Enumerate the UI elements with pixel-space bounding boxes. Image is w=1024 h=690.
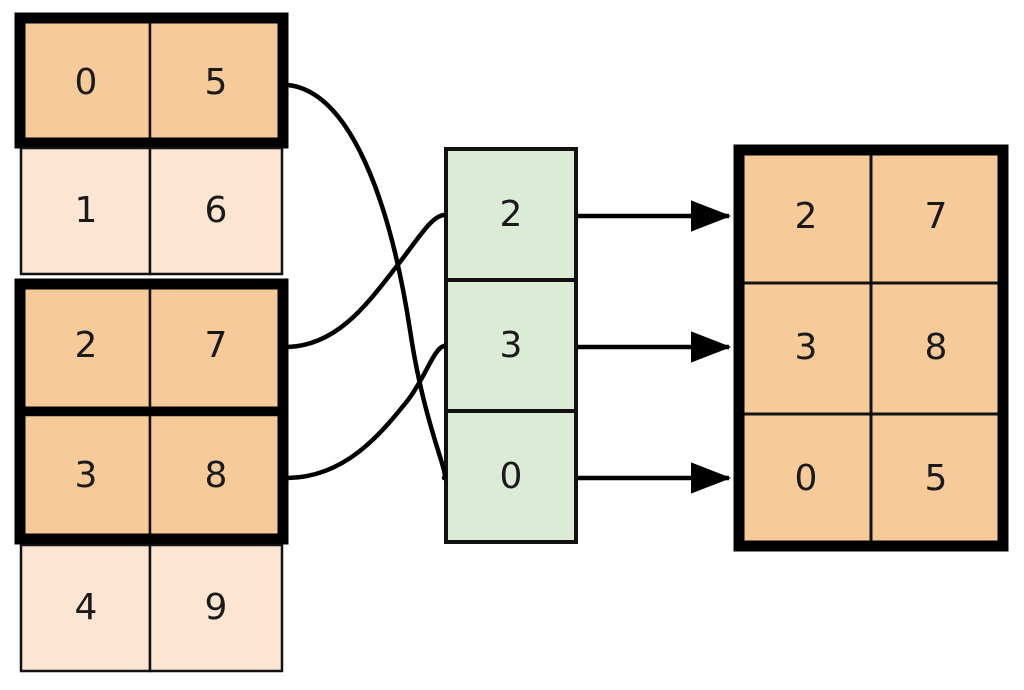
curve-row3-to-index1 <box>285 343 447 481</box>
result-cell-r2c1-value: 5 <box>925 458 948 499</box>
source-cell-r3c1[interactable] <box>148 413 284 540</box>
source-cell-r4c0[interactable] <box>19 543 152 673</box>
index-cell-2[interactable] <box>444 409 578 544</box>
source-row-3[interactable]: 3 8 <box>19 413 284 540</box>
source-row-0-highlight-border <box>14 12 289 149</box>
result-cell-r0c1-value: 7 <box>925 196 948 237</box>
source-array: 0 5 1 6 2 7 3 8 <box>14 12 289 673</box>
index-cell-0-value: 2 <box>500 194 523 235</box>
source-cell-r4c1-value: 9 <box>205 587 228 628</box>
result-cell-r2c1[interactable] <box>869 412 1003 547</box>
index-cell-2-value: 0 <box>500 456 523 497</box>
source-row-4[interactable]: 4 9 <box>19 543 284 673</box>
curve-row0-to-index2 <box>285 82 448 481</box>
source-cell-r0c0-value: 0 <box>75 62 98 103</box>
connector-group <box>285 82 448 481</box>
source-cell-r1c1-value: 6 <box>205 190 228 231</box>
arrow-group <box>578 200 732 494</box>
index-vector: 2 3 0 <box>444 147 578 544</box>
source-row-2[interactable]: 2 7 <box>19 283 284 411</box>
source-cell-r2c1[interactable] <box>148 283 284 411</box>
result-table-outer-border <box>733 144 1009 552</box>
source-row-0[interactable]: 0 5 <box>14 12 289 149</box>
source-cell-r4c1[interactable] <box>148 543 284 673</box>
result-array: 2 7 3 8 0 5 <box>733 144 1009 552</box>
source-cell-r2c0-value: 2 <box>75 325 98 366</box>
result-cell-r2c0[interactable] <box>739 412 873 547</box>
source-row-1[interactable]: 1 6 <box>19 146 284 276</box>
result-cell-r1c0-value: 3 <box>795 327 818 368</box>
source-cell-r0c1-value: 5 <box>205 62 228 103</box>
source-cell-r0c1[interactable] <box>148 17 284 144</box>
index-cell-1[interactable] <box>444 278 578 413</box>
source-cell-r3c1-value: 8 <box>205 455 228 496</box>
result-cell-r1c1[interactable] <box>869 281 1003 416</box>
result-cell-r0c0-value: 2 <box>795 196 818 237</box>
source-rows-2-3-highlight-border <box>14 278 289 545</box>
index-cell-1-value: 3 <box>500 325 523 366</box>
curve-row2-to-index0 <box>285 212 447 350</box>
source-cell-r4c0-value: 4 <box>75 587 98 628</box>
result-cell-r1c0[interactable] <box>739 281 873 416</box>
source-cell-r2c1-value: 7 <box>205 325 228 366</box>
source-cell-r3c0-value: 3 <box>75 455 98 496</box>
result-cell-r1c1-value: 8 <box>925 327 948 368</box>
source-cell-r1c0-value: 1 <box>75 190 98 231</box>
index-cell-0[interactable] <box>444 147 578 282</box>
result-cell-r2c0-value: 0 <box>795 458 818 499</box>
source-cell-r0c0[interactable] <box>19 17 152 144</box>
source-cell-r1c1[interactable] <box>148 146 284 276</box>
